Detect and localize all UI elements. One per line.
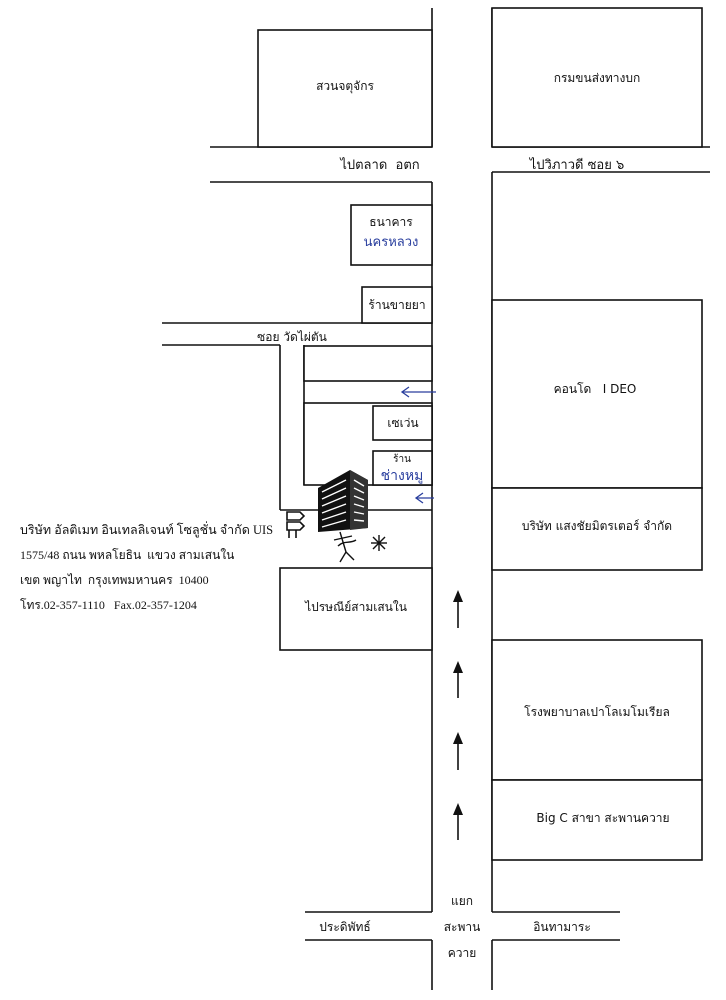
bank-label-1: ธนาคาร — [369, 215, 413, 229]
office-building-icon — [318, 470, 368, 532]
traffic-arrow-icon — [453, 661, 463, 698]
road-soi-wat-phai-ton: ซอย วัดไผ่ตัน — [257, 330, 327, 344]
blue-arrow-icon — [414, 492, 434, 504]
bank-label-2: นครหลวง — [364, 235, 419, 250]
tailor-label-2: ช่างหมู — [381, 468, 424, 484]
company-address-line1: 1575/48 ถนน พหลโยธิน แขวง สามเสนใน — [20, 548, 235, 562]
blue-arrow-icon — [400, 386, 436, 398]
intersection-label-1: แยก — [451, 894, 473, 908]
transport-dept-label: กรมขนส่งทางบก — [554, 71, 641, 85]
traffic-arrow-icon — [453, 590, 463, 628]
signpost-icon — [286, 511, 306, 538]
post-office-label: ไปรษณีย์สามเสนใน — [304, 600, 407, 614]
tailor-block — [372, 450, 433, 486]
company-name: บริษัท อัลติเมท อินเทลลิเจนท์ โซลูชั่น จ… — [20, 523, 274, 537]
traffic-arrow-icon — [453, 803, 463, 840]
road-inthamara: อินทามาระ — [533, 920, 591, 934]
condo-label: คอนโด I DEO — [554, 382, 637, 396]
neighbor-company-label: บริษัท แสงชัยมิตรเตอร์ จำกัด — [522, 519, 672, 533]
neighbor-company-block — [491, 487, 703, 571]
tree-icon — [333, 531, 357, 563]
seven-eleven-label: เซเว่น — [387, 416, 418, 430]
road-to-vibhavadi: ไปวิภาวดี ซอย ๖ — [529, 157, 624, 173]
drugstore-block — [361, 286, 433, 324]
company-address-line2: เขต พญาไท กรุงเทพมหานคร 10400 — [20, 573, 209, 587]
intersection-label-2: สะพาน — [444, 920, 481, 934]
flower-icon — [371, 535, 387, 551]
park-label: สวนจตุจักร — [316, 79, 374, 94]
tailor-label-1: ร้าน — [393, 453, 411, 465]
hospital-label: โรงพยาบาลเปาโลเมโมเรียล — [524, 705, 670, 719]
drugstore-label: ร้านขายยา — [368, 298, 425, 312]
road-pradipat: ประดิพัทธ์ — [319, 920, 370, 934]
company-contact: โทร.02-357-1110 Fax.02-357-1204 — [20, 598, 197, 612]
intersection-label-3: ควาย — [448, 946, 477, 960]
park-block — [257, 29, 433, 148]
road-to-or-tor-kor: ไปตลาด อตก — [339, 157, 419, 173]
hospital-block — [491, 639, 703, 781]
upper-left-block — [303, 345, 433, 382]
seven-eleven-block — [372, 405, 433, 441]
big-c-block — [491, 779, 703, 861]
company-address-block: บริษัท อัลติเมท อินเทลลิเจนท์ โซลูชั่น จ… — [20, 518, 290, 618]
traffic-arrow-icon — [453, 732, 463, 770]
condo-block — [491, 299, 703, 489]
bank-block — [350, 204, 433, 266]
post-office-block — [279, 567, 433, 651]
transport-dept-block — [491, 7, 703, 148]
big-c-label: Big C สาขา สะพานควาย — [536, 811, 669, 825]
